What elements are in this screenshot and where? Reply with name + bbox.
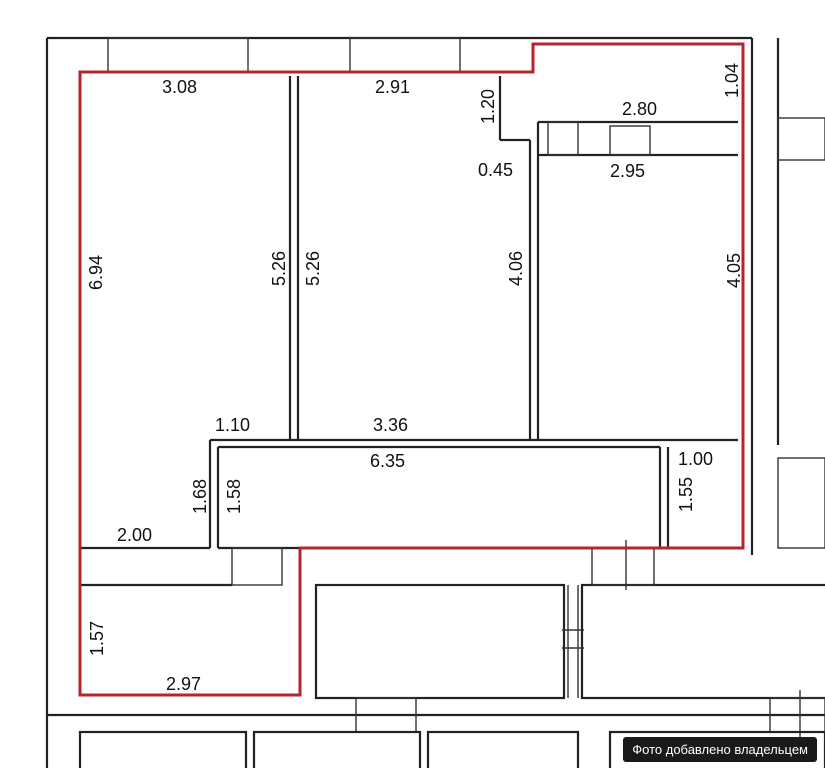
dim-label-1-10: 1.10 bbox=[215, 415, 250, 435]
photo-credit-badge: Фото добавлено владельцем bbox=[623, 737, 817, 762]
dim-label-1-68: 1.68 bbox=[190, 479, 210, 514]
dim-label-5-26-left: 5.26 bbox=[269, 251, 289, 286]
neighbor-units bbox=[47, 540, 825, 768]
dim-label-1-04: 1.04 bbox=[722, 63, 742, 98]
dim-label-2-80: 2.80 bbox=[622, 99, 657, 119]
dim-label-1-20: 1.20 bbox=[478, 89, 498, 124]
dim-label-2-91: 2.91 bbox=[375, 77, 410, 97]
dim-label-1-55: 1.55 bbox=[676, 477, 696, 512]
dim-label-1-00: 1.00 bbox=[678, 449, 713, 469]
dim-label-6-94: 6.94 bbox=[86, 255, 106, 290]
apartment-outline bbox=[78, 42, 745, 697]
dim-label-0-45: 0.45 bbox=[478, 160, 513, 180]
building-walls bbox=[45, 36, 825, 768]
dim-label-3-08: 3.08 bbox=[162, 77, 197, 97]
dim-label-4-05: 4.05 bbox=[724, 253, 744, 288]
dim-label-2-95: 2.95 bbox=[610, 161, 645, 181]
interior-walls bbox=[80, 76, 738, 695]
dim-label-1-57: 1.57 bbox=[87, 621, 107, 656]
dim-label-3-36: 3.36 bbox=[373, 415, 408, 435]
dim-label-5-26-right: 5.26 bbox=[303, 251, 323, 286]
dim-label-6-35: 6.35 bbox=[370, 451, 405, 471]
dim-label-1-58: 1.58 bbox=[224, 479, 244, 514]
dimension-labels: 3.08 2.91 1.20 1.04 2.80 0.45 2.95 6.94 … bbox=[86, 63, 744, 694]
dim-label-2-97: 2.97 bbox=[166, 674, 201, 694]
dim-label-2-00: 2.00 bbox=[117, 525, 152, 545]
dim-label-4-06: 4.06 bbox=[506, 251, 526, 286]
